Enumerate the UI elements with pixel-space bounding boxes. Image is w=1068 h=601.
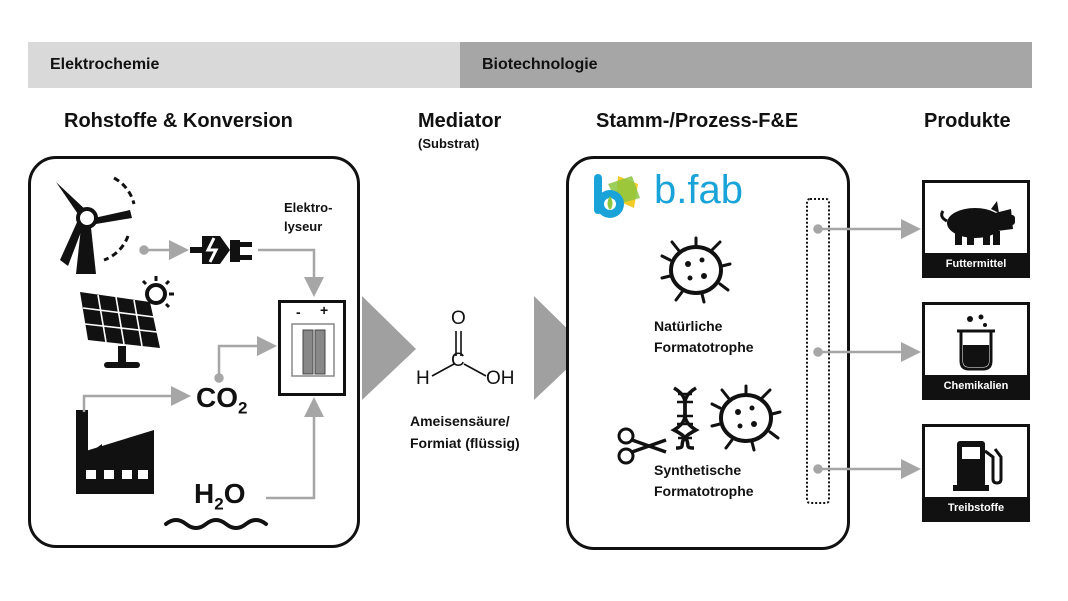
- co2-main: CO: [196, 382, 238, 413]
- h2o-label: H2O: [194, 478, 245, 515]
- natural-label-line1: Natürliche: [654, 318, 723, 334]
- natural-formatotrophs-label: Natürliche Formatotrophe: [654, 316, 754, 358]
- product-label-futtermittel: Futtermittel: [925, 253, 1027, 275]
- atom-o: O: [451, 308, 466, 329]
- atom-oh: OH: [486, 368, 515, 389]
- h2o-subscript: 2: [214, 494, 224, 514]
- natural-label-line2: Formatotrophe: [654, 339, 754, 355]
- atom-c: C: [451, 350, 465, 371]
- cell-plus-sign: +: [320, 302, 329, 318]
- electrolyser-label-line2: lyseur: [284, 219, 323, 234]
- product-treibstoffe: Treibstoffe: [922, 424, 1030, 522]
- electrolyser-electrodes-icon: [291, 323, 335, 377]
- water-wave-icon: [164, 518, 268, 530]
- pig-icon: [940, 201, 1015, 245]
- fuel-pump-icon: [953, 441, 1003, 491]
- product-futtermittel: Futtermittel: [922, 180, 1030, 278]
- formic-acid-structure: [431, 331, 487, 377]
- scissors-icon: [617, 427, 667, 465]
- formic-acid-label-line2: Formiat (flüssig): [410, 435, 520, 451]
- synthetic-label-line1: Synthetische: [654, 462, 742, 478]
- big-arrow-left: [362, 296, 416, 400]
- h2o-h: H: [194, 478, 215, 509]
- product-label-treibstoffe: Treibstoffe: [925, 497, 1027, 519]
- cell-minus-sign: -: [296, 304, 301, 320]
- co2-subscript: 2: [238, 398, 248, 418]
- synthetic-label-line2: Formatotrophe: [654, 483, 754, 499]
- biotechnologie-band-label: Biotechnologie: [482, 56, 598, 73]
- product-chemikalien: Chemikalien: [922, 302, 1030, 400]
- h2o-o: O: [223, 478, 246, 509]
- big-arrow-right: [534, 296, 588, 400]
- heading-stamm-prozess: Stamm-/Prozess-F&E: [596, 110, 799, 132]
- bfab-logo-text: b.fab: [654, 168, 743, 212]
- biotechnologie-band: Biotechnologie: [460, 42, 1032, 88]
- strain-process-panel: [566, 156, 850, 550]
- elektrochemie-band-label: Elektrochemie: [50, 56, 160, 73]
- electrolyser-label: Elektro- lyseur: [284, 198, 332, 236]
- formic-acid-label: Ameisensäure/ Formiat (flüssig): [410, 410, 520, 454]
- dna-icon: [670, 386, 700, 450]
- formic-acid-label-line1: Ameisensäure/: [410, 413, 510, 429]
- elektrochemie-band: Elektrochemie: [28, 42, 460, 88]
- electrolyser-label-line1: Elektro-: [284, 200, 333, 215]
- solar-panel-icon: [80, 276, 174, 368]
- beaker-icon: [957, 314, 995, 371]
- product-label-chemikalien: Chemikalien: [925, 375, 1027, 397]
- heading-mediator: Mediator: [418, 110, 502, 132]
- bacterium-icon: [660, 236, 732, 304]
- heading-rohstoffe: Rohstoffe & Konversion: [64, 110, 293, 132]
- synthetic-formatotrophs-label: Synthetische Formatotrophe: [654, 460, 754, 502]
- bfab-logo-icon: [594, 174, 640, 218]
- factory-icon: [76, 410, 154, 494]
- wind-turbine-icon: [56, 176, 136, 274]
- co2-label: CO2: [196, 382, 247, 419]
- power-plug-icon: [190, 236, 252, 264]
- atom-h: H: [416, 368, 430, 389]
- heading-mediator-sub: (Substrat): [418, 136, 480, 151]
- heading-produkte: Produkte: [924, 110, 1011, 132]
- bacterium-synthetic-icon: [710, 384, 782, 452]
